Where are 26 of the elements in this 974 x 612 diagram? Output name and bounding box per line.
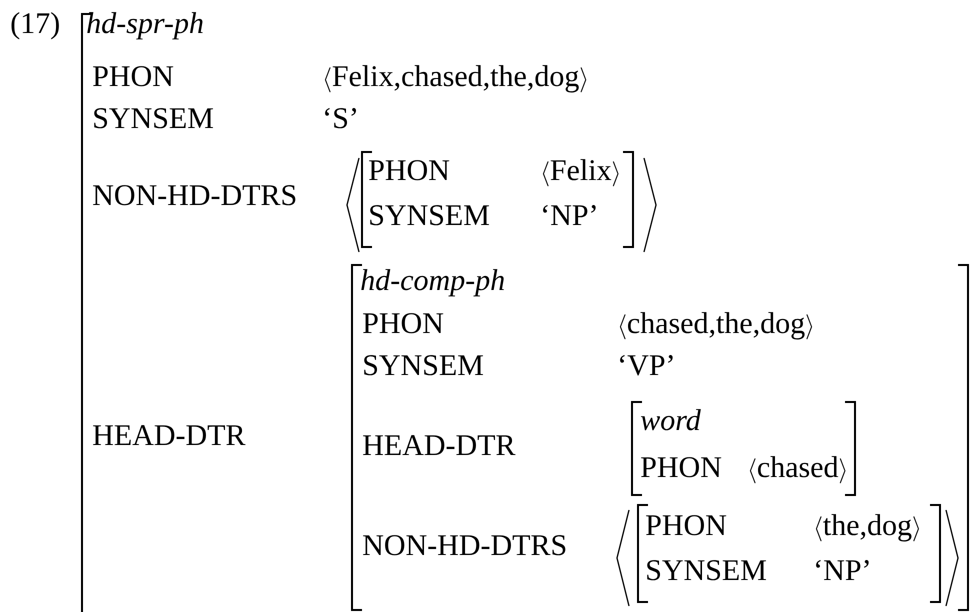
feature-name: SYNSEM (370, 205, 490, 226)
feature-value: ⟨Felix,chased,the,dog⟩ (324, 65, 586, 92)
feature-name: SYNSEM (94, 108, 214, 128)
feature-value: ‘S’ (325, 108, 356, 128)
feature-name: PHON (646, 515, 726, 536)
feature-name: SYNSEM (647, 560, 766, 580)
feature-name: PHON (641, 457, 722, 478)
feature-value: ⟨chased,the,dog⟩ (620, 312, 812, 340)
feature-name: HEAD-DTR (93, 425, 246, 446)
feature-value: ⟨Felix⟩ (542, 159, 618, 186)
type-label: hd-comp-ph (361, 269, 504, 296)
feature-value: ‘NP’ (816, 560, 869, 580)
feature-name: PHON (369, 160, 450, 180)
type-label: word (640, 409, 701, 430)
feature-name: SYNSEM (364, 355, 484, 376)
feature-value: ‘NP’ (543, 205, 596, 225)
feature-name: PHON (363, 313, 444, 334)
feature-name: NON-HD-DTRS (93, 185, 296, 206)
type-label: hd-spr-ph (87, 12, 203, 40)
feature-value: ⟨chased⟩ (750, 456, 846, 484)
feature-value: ‘VP’ (620, 355, 673, 376)
feature-name: NON-HD-DTRS (363, 535, 566, 556)
example-number: (17) (12, 12, 59, 40)
feature-value: ⟨the,dog⟩ (816, 514, 919, 542)
feature-name: HEAD-DTR (363, 435, 516, 456)
feature-name: PHON (93, 66, 174, 86)
